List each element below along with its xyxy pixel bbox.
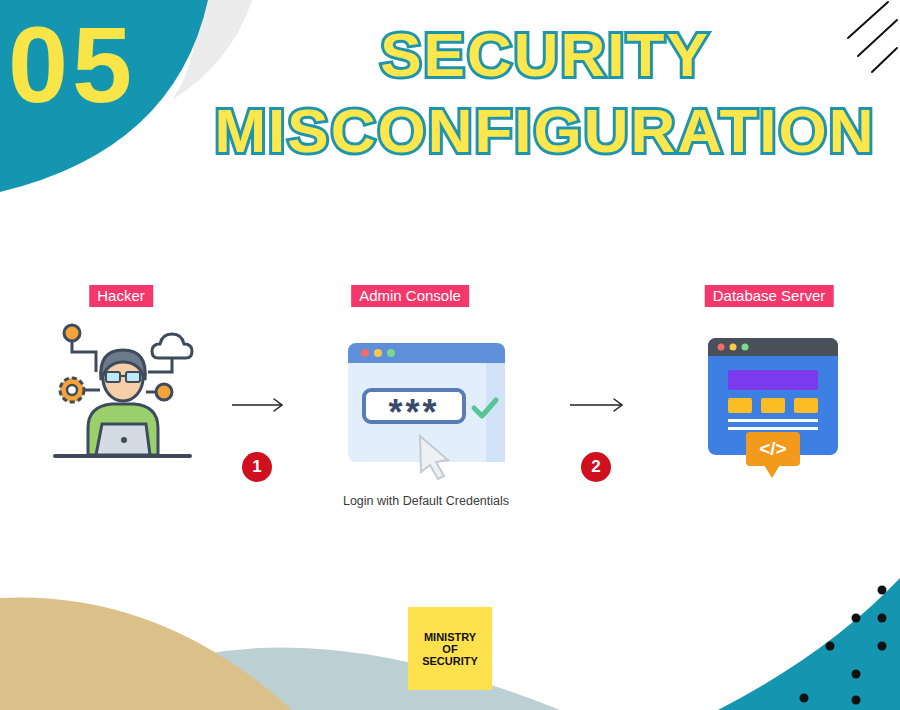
desk-line bbox=[55, 454, 190, 458]
callout-number: 2 bbox=[581, 452, 611, 482]
torso bbox=[88, 404, 158, 455]
dot bbox=[878, 614, 887, 623]
text-line bbox=[728, 419, 818, 422]
glasses bbox=[106, 372, 120, 382]
check-mark bbox=[474, 400, 496, 416]
hatch-line bbox=[858, 20, 897, 56]
dot bbox=[826, 642, 835, 651]
data-block bbox=[728, 398, 752, 413]
window-shade bbox=[486, 363, 505, 462]
node-heading: Database Server bbox=[705, 285, 834, 307]
corner-blob bbox=[0, 0, 208, 192]
actor-node: Hacker bbox=[40, 283, 232, 463]
window-dot bbox=[730, 344, 737, 351]
window-dot bbox=[718, 344, 725, 351]
connector-line bbox=[570, 404, 622, 406]
node-heading: Admin Console bbox=[351, 285, 469, 307]
glasses bbox=[126, 372, 140, 382]
hatch-lines bbox=[848, 2, 897, 72]
window-bar bbox=[708, 348, 838, 356]
logo-box: MINISTRY OF SECURITY bbox=[408, 607, 492, 690]
gear-hub bbox=[67, 385, 77, 395]
window-bar bbox=[348, 343, 505, 363]
page-title: SECURITY MISCONFIGURATION bbox=[200, 17, 890, 169]
laptop bbox=[96, 424, 150, 455]
gear bbox=[60, 378, 84, 402]
network-line bbox=[148, 358, 172, 372]
code-symbol: </> bbox=[759, 438, 786, 460]
corner-blob bbox=[718, 578, 900, 710]
network-line bbox=[72, 341, 96, 372]
window-bar bbox=[708, 338, 838, 356]
bubble-tail bbox=[764, 465, 780, 478]
password-mask: *** bbox=[388, 407, 439, 419]
node-dot bbox=[156, 384, 172, 400]
flow-arrow bbox=[232, 399, 282, 411]
data-block bbox=[761, 398, 785, 413]
window-dot bbox=[361, 349, 369, 357]
window-dot bbox=[742, 344, 749, 351]
flow-arrow bbox=[570, 399, 622, 411]
network-line bbox=[84, 389, 100, 392]
arrowhead bbox=[274, 399, 282, 411]
node-dot bbox=[64, 325, 80, 341]
window-dot bbox=[374, 349, 382, 357]
dot bbox=[852, 696, 861, 705]
dot bbox=[800, 694, 809, 703]
hatch-line bbox=[872, 48, 897, 72]
console-icon bbox=[348, 343, 505, 479]
dot bbox=[852, 670, 861, 679]
bottom-blob bbox=[0, 598, 292, 710]
dot bbox=[878, 642, 887, 651]
dot bbox=[878, 586, 887, 595]
dot-pattern bbox=[800, 586, 887, 705]
connector-line bbox=[232, 404, 282, 406]
server-icon bbox=[708, 338, 838, 478]
glasses-bridge bbox=[120, 375, 126, 377]
server-node: Database Server </> bbox=[622, 283, 870, 483]
data-block bbox=[794, 398, 818, 413]
password-field: *** bbox=[362, 388, 466, 424]
logo-text: MINISTRY OF SECURITY bbox=[418, 631, 482, 667]
hacker-icon bbox=[55, 325, 192, 456]
section-number: 05 bbox=[8, 11, 136, 119]
window-dot bbox=[387, 349, 395, 357]
node-heading: Hacker bbox=[89, 285, 153, 307]
laptop-logo bbox=[121, 437, 127, 443]
text-line bbox=[728, 427, 818, 430]
arrowhead bbox=[614, 399, 622, 411]
window-bar bbox=[348, 353, 505, 363]
node-caption: Login with Default Credentials bbox=[343, 493, 509, 509]
cursor bbox=[420, 436, 448, 479]
console-node: Admin ConsoleLogin with Default Credenti… bbox=[282, 283, 570, 515]
cloud bbox=[152, 334, 192, 358]
dot bbox=[852, 614, 861, 623]
header-bar bbox=[728, 370, 818, 390]
code-badge: </> bbox=[746, 432, 800, 466]
callout-number: 1 bbox=[242, 452, 272, 482]
